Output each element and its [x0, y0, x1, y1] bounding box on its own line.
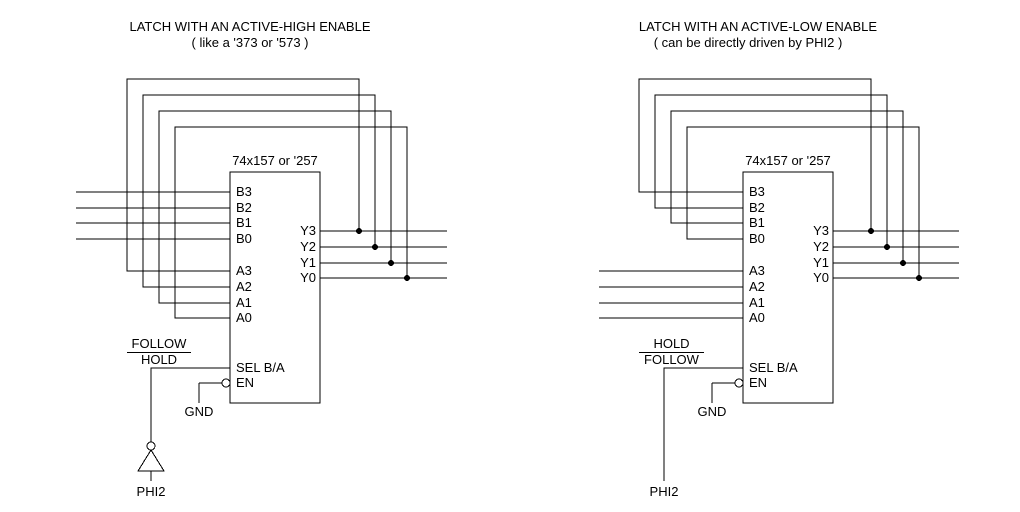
left-feedback-y3-a3 — [126, 78, 360, 272]
left-junction-dot-y2 — [372, 244, 378, 250]
right-subtitle: ( can be directly driven by PHI2 ) — [653, 35, 843, 50]
left-pin-b3: B3 — [236, 184, 252, 199]
right-en-bubble — [734, 378, 744, 388]
right-select-high-label: HOLD — [639, 337, 704, 353]
right-junction-dot-y3 — [868, 228, 874, 234]
left-clock-label: PHI2 — [136, 484, 166, 499]
right-sel-wire — [663, 367, 743, 481]
right-title: LATCH WITH AN ACTIVE-LOW ENABLE — [638, 19, 878, 34]
left-gnd-label: GND — [184, 404, 214, 419]
left-pin-y2: Y2 — [300, 239, 316, 254]
left-subtitle: ( like a '373 or '573 ) — [191, 35, 309, 50]
left-circuit-wires — [76, 78, 447, 481]
right-gnd-label: GND — [697, 404, 727, 419]
right-pin-b1: B1 — [749, 215, 765, 230]
left-pin-a3: A3 — [236, 263, 252, 278]
right-select-low-label: FOLLOW — [644, 352, 699, 367]
left-pin-y1: Y1 — [300, 255, 316, 270]
left-pin-a2: A2 — [236, 279, 252, 294]
right-chip-body — [742, 171, 834, 404]
left-pin-y3: Y3 — [300, 223, 316, 238]
right-feedback-y1-b1 — [670, 110, 904, 263]
right-pin-b0: B0 — [749, 231, 765, 246]
left-en-bubble — [221, 378, 231, 388]
left-pin-b2: B2 — [236, 200, 252, 215]
right-clock-label: PHI2 — [649, 484, 679, 499]
right-pin-y1: Y1 — [813, 255, 829, 270]
right-feedback-y0-b0 — [686, 126, 920, 278]
right-pin-y2: Y2 — [813, 239, 829, 254]
left-junction-dot-y1 — [388, 260, 394, 266]
right-pin-b3: B3 — [749, 184, 765, 199]
right-junction-dot-y2 — [884, 244, 890, 250]
left-sel-wire — [150, 367, 230, 442]
right-feedback-y3-b3 — [638, 78, 872, 231]
left-title: LATCH WITH AN ACTIVE-HIGH ENABLE — [129, 19, 371, 34]
right-pin-a0: A0 — [749, 310, 765, 325]
right-junction-dot-y1 — [900, 260, 906, 266]
right-pin-a1: A1 — [749, 295, 765, 310]
left-inverter-triangle — [137, 449, 165, 472]
right-pin-a3: A3 — [749, 263, 765, 278]
left-feedback-y2-a2 — [142, 94, 376, 288]
right-chip-label: 74x157 or '257 — [745, 153, 831, 168]
left-chip-label: 74x157 or '257 — [232, 153, 318, 168]
left-pin-y0: Y0 — [300, 270, 316, 285]
left-pin-b0: B0 — [236, 231, 252, 246]
left-junction-dot-y0 — [404, 275, 410, 281]
right-pin-y0: Y0 — [813, 270, 829, 285]
left-pin-sel: SEL B/A — [236, 360, 285, 375]
left-pin-b1: B1 — [236, 215, 252, 230]
left-feedback-y0-a0 — [174, 126, 408, 319]
left-select-low-label: HOLD — [140, 352, 178, 367]
left-chip-body — [229, 171, 321, 404]
left-inverter-bubble — [146, 441, 156, 451]
left-pin-a0: A0 — [236, 310, 252, 325]
right-select-signal-label: HOLD FOLLOW — [639, 337, 704, 367]
right-pin-en: EN — [749, 375, 768, 390]
left-select-high-label: FOLLOW — [127, 337, 191, 353]
right-circuit-wires — [599, 78, 959, 481]
left-pin-en: EN — [236, 375, 255, 390]
right-pin-sel: SEL B/A — [749, 360, 798, 375]
left-pin-a1: A1 — [236, 295, 252, 310]
right-pin-y3: Y3 — [813, 223, 829, 238]
left-feedback-y1-a1 — [158, 110, 392, 304]
left-junction-dot-y3 — [356, 228, 362, 234]
right-junction-dot-y0 — [916, 275, 922, 281]
right-pin-a2: A2 — [749, 279, 765, 294]
left-select-signal-label: FOLLOW HOLD — [127, 337, 191, 367]
right-feedback-y2-b2 — [654, 94, 888, 247]
right-pin-b2: B2 — [749, 200, 765, 215]
